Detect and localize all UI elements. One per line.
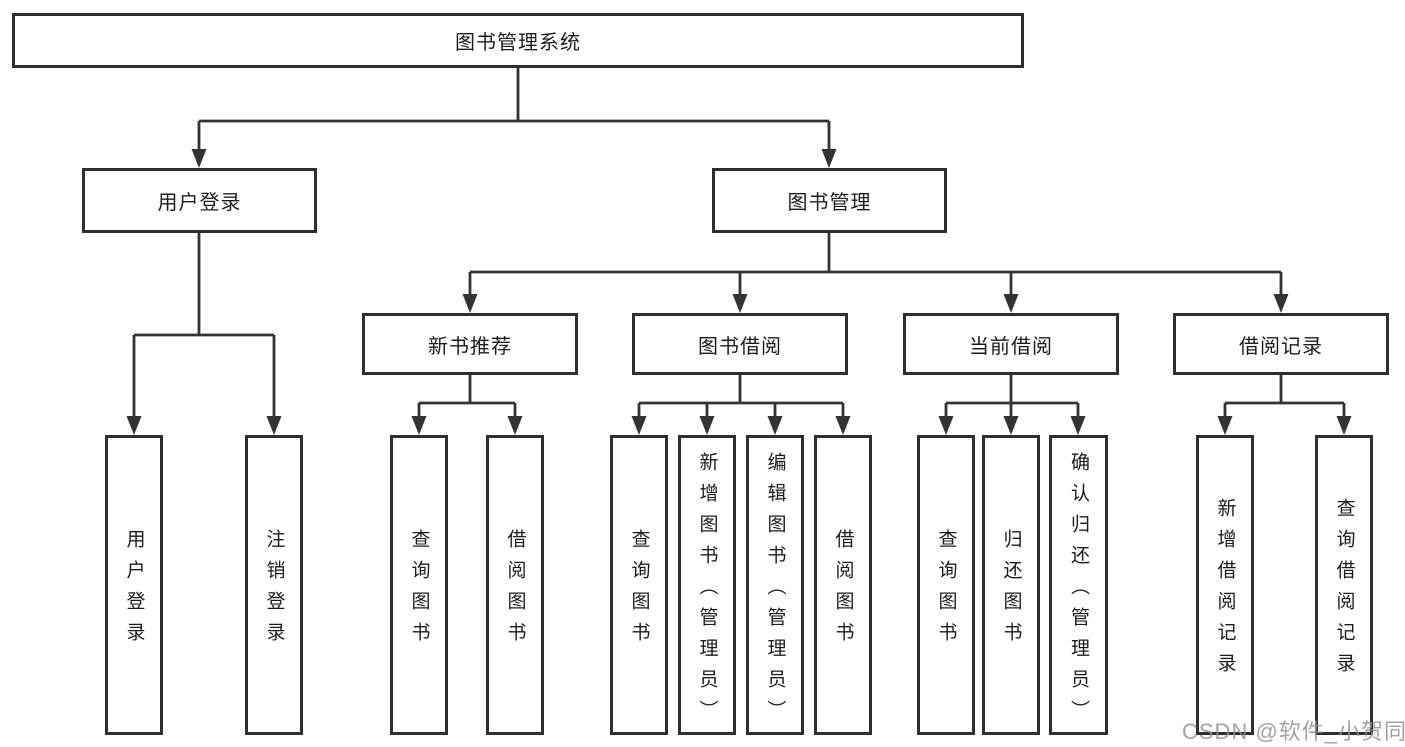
node-new-book-recommendation: 新书推荐 <box>362 313 578 375</box>
node-leaf-confirm-return-admin-label: 确认归还（管理员） <box>1068 451 1089 731</box>
node-root: 图书管理系统 <box>12 13 1024 68</box>
node-root-label: 图书管理系统 <box>455 32 581 54</box>
node-leaf-edit-books-admin-label: 编辑图书（管理员） <box>764 451 786 731</box>
node-leaf-query-borrow-record: 查询借阅记录 <box>1315 435 1373 735</box>
node-current-borrowing: 当前借阅 <box>903 313 1119 375</box>
node-book-borrowing-label: 图书借阅 <box>698 335 782 358</box>
node-book-management: 图书管理 <box>712 168 947 233</box>
node-leaf-query-books-recommend: 查询图书 <box>390 435 448 735</box>
node-leaf-return-books-label: 归还图书 <box>1000 529 1022 653</box>
node-leaf-query-books-borrowing: 查询图书 <box>610 435 668 735</box>
node-book-borrowing: 图书借阅 <box>632 313 848 375</box>
node-book-management-label: 图书管理 <box>787 192 872 214</box>
node-leaf-borrow-books-recommend: 借阅图书 <box>486 435 544 735</box>
node-leaf-add-borrow-record-label: 新增借阅记录 <box>1214 498 1236 684</box>
node-current-borrowing-label: 当前借阅 <box>969 335 1053 358</box>
node-leaf-borrow-books-borrowing: 借阅图书 <box>814 435 872 735</box>
node-leaf-return-books: 归还图书 <box>982 435 1040 735</box>
node-leaf-logout-label: 注销登录 <box>263 529 285 653</box>
node-user-login: 用户登录 <box>82 168 317 233</box>
node-leaf-add-borrow-record: 新增借阅记录 <box>1196 435 1254 735</box>
node-leaf-query-books-recommend-label: 查询图书 <box>408 529 430 653</box>
node-leaf-borrow-books-recommend-label: 借阅图书 <box>504 529 526 653</box>
node-borrowing-records: 借阅记录 <box>1173 313 1389 375</box>
node-leaf-add-books-admin-label: 新增图书（管理员） <box>696 451 718 731</box>
node-leaf-borrow-books-borrowing-label: 借阅图书 <box>832 529 854 653</box>
node-leaf-query-books-current-label: 查询图书 <box>935 529 957 653</box>
node-leaf-user-login: 用户登录 <box>105 435 163 735</box>
node-borrowing-records-label: 借阅记录 <box>1239 335 1323 358</box>
node-user-login-label: 用户登录 <box>157 192 242 214</box>
node-leaf-user-login-label: 用户登录 <box>123 529 145 653</box>
node-leaf-query-borrow-record-label: 查询借阅记录 <box>1333 498 1355 684</box>
node-leaf-query-books-current: 查询图书 <box>917 435 975 735</box>
node-leaf-query-books-borrowing-label: 查询图书 <box>628 529 650 653</box>
node-leaf-add-books-admin: 新增图书（管理员） <box>678 435 736 735</box>
watermark: CSDN @软件_小贺同学 <box>1182 719 1405 744</box>
node-leaf-confirm-return-admin: 确认归还（管理员） <box>1049 435 1108 735</box>
node-leaf-edit-books-admin: 编辑图书（管理员） <box>746 435 804 735</box>
node-new-book-recommendation-label: 新书推荐 <box>428 335 512 358</box>
node-leaf-logout: 注销登录 <box>245 435 303 735</box>
